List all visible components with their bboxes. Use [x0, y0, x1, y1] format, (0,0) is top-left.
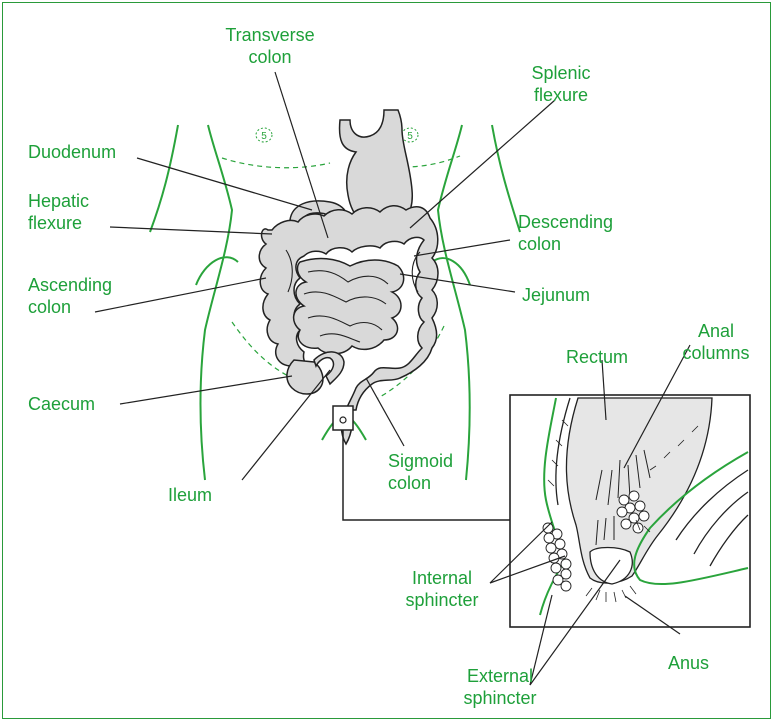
label-hepatic-flexure: Hepatic flexure	[28, 190, 89, 234]
label-ascending-colon: Ascending colon	[28, 274, 112, 318]
label-sigmoid-colon: Sigmoid colon	[388, 450, 453, 494]
label-splenic-flexure: Splenic flexure	[519, 62, 603, 106]
label-caecum: Caecum	[28, 393, 95, 415]
label-transverse-colon: Transverse colon	[224, 24, 316, 68]
label-internal-sphincter: Internal sphincter	[392, 567, 492, 611]
caecum	[287, 360, 323, 394]
label-external-sphincter: External sphincter	[450, 665, 550, 709]
label-duodenum: Duodenum	[28, 141, 116, 163]
label-jejunum: Jejunum	[522, 284, 590, 306]
label-rectum: Rectum	[566, 346, 628, 368]
rectum-zoom-box-small	[333, 406, 353, 430]
rib-marker-right: 5	[407, 131, 413, 142]
label-descending-colon: Descending colon	[518, 211, 613, 255]
rib-marker-left: 5	[261, 131, 267, 142]
organs	[259, 110, 438, 444]
label-ileum: Ileum	[168, 484, 212, 506]
label-anus: Anus	[668, 652, 709, 674]
small-intestine	[294, 259, 404, 354]
label-anal-columns: Anal columns	[670, 320, 762, 364]
